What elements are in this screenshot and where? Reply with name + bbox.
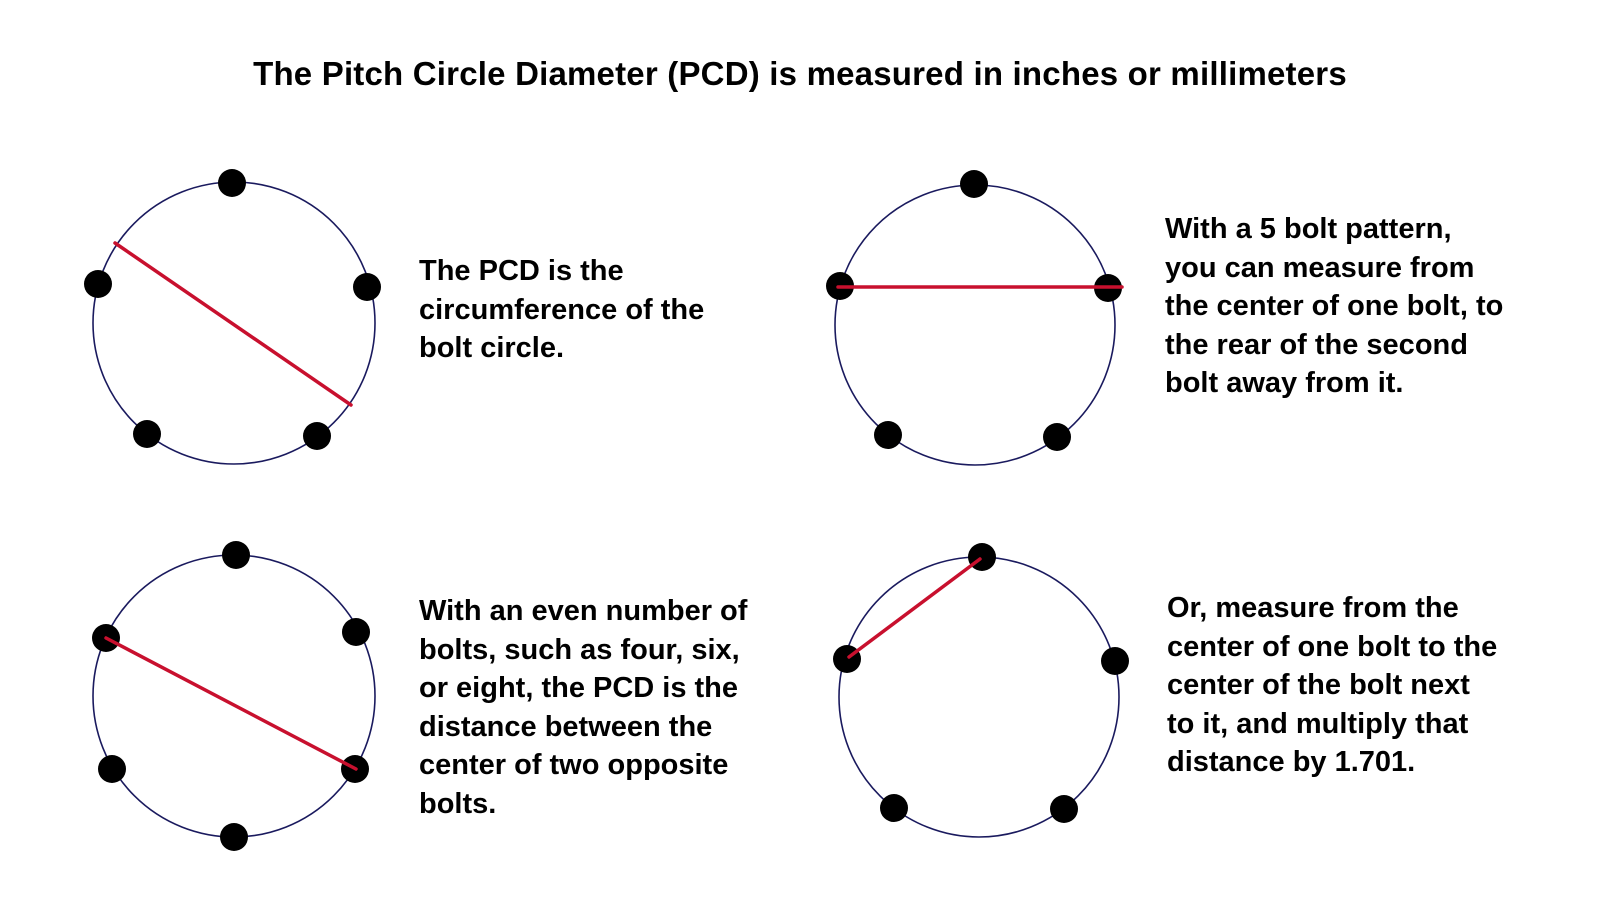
pcd-measurement-line: [104, 636, 358, 771]
description-line: distance by 1.701.: [1167, 746, 1416, 778]
description-line: With an even number of: [419, 595, 748, 627]
description-diagram-3: With an even number of bolts, such as fo…: [419, 592, 747, 823]
description-line: bolt away from it.: [1165, 367, 1404, 399]
bolt-hole: [874, 421, 902, 449]
bolt-hole: [222, 541, 250, 569]
bolt-circle-outline: [838, 556, 1120, 838]
bolt-circle-outline: [834, 184, 1116, 466]
bolt-hole: [342, 618, 370, 646]
bolt-hole: [303, 422, 331, 450]
description-line: the center of one bolt, to: [1165, 290, 1504, 322]
bolt-circle-diagram-1: [84, 169, 381, 465]
description-diagram-2: With a 5 bolt pattern, you can measure f…: [1165, 210, 1503, 403]
page-title: The Pitch Circle Diameter (PCD) is measu…: [253, 55, 1347, 92]
description-line: center of two opposite: [419, 749, 729, 781]
bolt-circle-diagram-4: [833, 543, 1129, 838]
description-diagram-4: Or, measure from the center of one bolt …: [1167, 589, 1497, 782]
description-line: bolts.: [419, 787, 497, 820]
description-line: Or, measure from the: [1167, 592, 1459, 624]
bolt-hole: [218, 169, 246, 197]
bolt-circle-diagram-2: [826, 170, 1124, 466]
description-line: distance between the: [419, 710, 713, 743]
bolt-hole: [1101, 647, 1129, 675]
bolt-hole: [880, 794, 908, 822]
description-line: bolts, such as four, six,: [419, 633, 740, 666]
description-line: The PCD is the: [419, 255, 624, 287]
bolt-circle-outline: [92, 554, 376, 838]
bolt-hole: [133, 420, 161, 448]
description-line: to it, and multiply that: [1167, 707, 1469, 740]
bolt-circle-diagram-3: [92, 541, 376, 851]
bolt-hole: [1043, 423, 1071, 451]
description-line: circumference of the: [419, 293, 705, 326]
description-diagram-1: The PCD is the circumference of the bolt…: [419, 252, 704, 368]
description-line: or eight, the PCD is the: [419, 672, 739, 704]
bolt-hole: [98, 755, 126, 783]
description-line: center of one bolt to the: [1167, 630, 1498, 663]
description-line: you can measure from: [1165, 251, 1475, 284]
bolt-hole: [220, 823, 248, 851]
description-line: bolt circle.: [419, 332, 565, 364]
description-line: With a 5 bolt pattern,: [1165, 213, 1452, 245]
description-line: the rear of the second: [1165, 328, 1468, 361]
description-line: center of the bolt next: [1167, 669, 1470, 701]
bolt-hole: [1050, 795, 1078, 823]
pcd-measurement-line: [113, 241, 353, 407]
pcd-measurement-line: [847, 557, 982, 659]
bolt-hole: [84, 270, 112, 298]
bolt-hole: [353, 273, 381, 301]
bolt-hole: [960, 170, 988, 198]
